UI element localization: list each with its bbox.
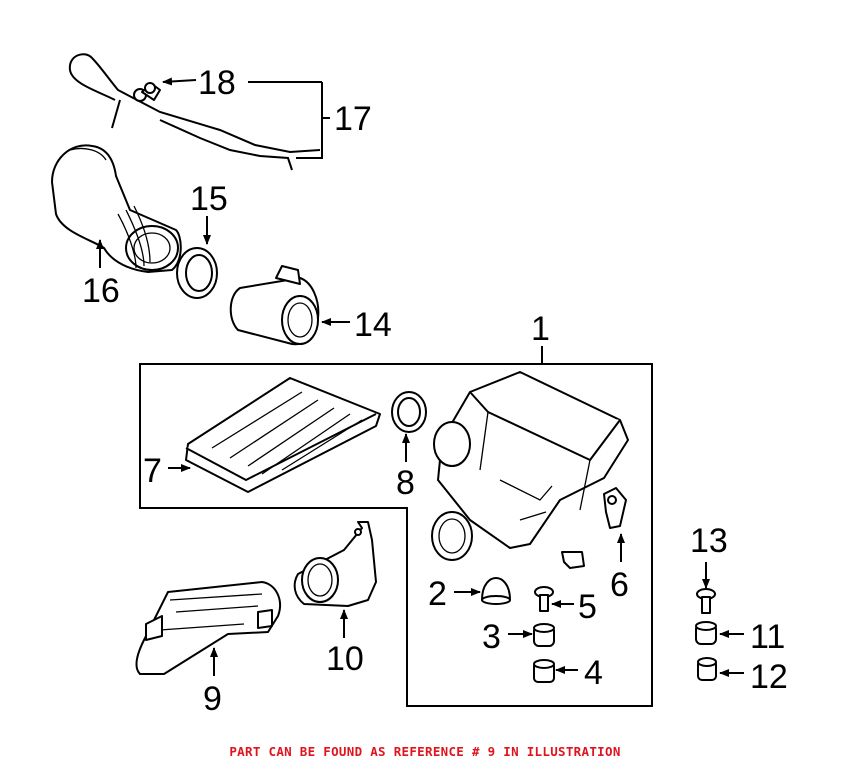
callout-17: 17 [334,100,372,138]
part-2-cap [481,577,511,605]
part-7-filter [185,377,381,493]
callout-5: 5 [578,588,597,626]
callout-15: 15 [190,180,228,218]
part-4-bushing [533,659,555,683]
callout-9: 9 [203,680,222,718]
callout-4: 4 [584,654,603,692]
reference-caption: PART CAN BE FOUND AS REFERENCE # 9 IN IL… [229,744,621,759]
callout-7: 7 [143,452,162,490]
callout-12: 12 [750,658,788,696]
part-5-bolt [534,586,554,612]
callout-2: 2 [428,575,447,613]
part-18-clip [141,82,161,101]
part-16-intake-hose [51,144,182,273]
part-14-maf [229,265,320,346]
arrow-18 [162,77,197,86]
part-6-bracket [603,487,627,529]
airbox-clip [561,551,585,569]
callout-13: 13 [690,522,728,560]
part-9-duct [135,581,281,675]
callout-16: 16 [82,272,120,310]
part-11-grommet [695,621,717,645]
part-15-clamp [176,247,218,299]
part-8-gasket [391,391,427,433]
callout-1: 1 [531,310,550,348]
callout-6: 6 [610,566,629,604]
part-17-hose [68,53,321,171]
bracket-17 [248,81,330,159]
part-10-adapter [293,521,377,607]
callout-8: 8 [396,464,415,502]
assembly-outline [139,363,653,707]
part-3-grommet [533,623,555,647]
callout-3: 3 [482,618,501,656]
part-12-bushing [697,657,717,681]
callout-14: 14 [354,306,392,344]
callout-10: 10 [326,640,364,678]
callout-11: 11 [750,618,785,656]
part-13-bolt [696,588,716,614]
part-1-airbox [431,371,629,561]
callout-18: 18 [198,64,236,102]
